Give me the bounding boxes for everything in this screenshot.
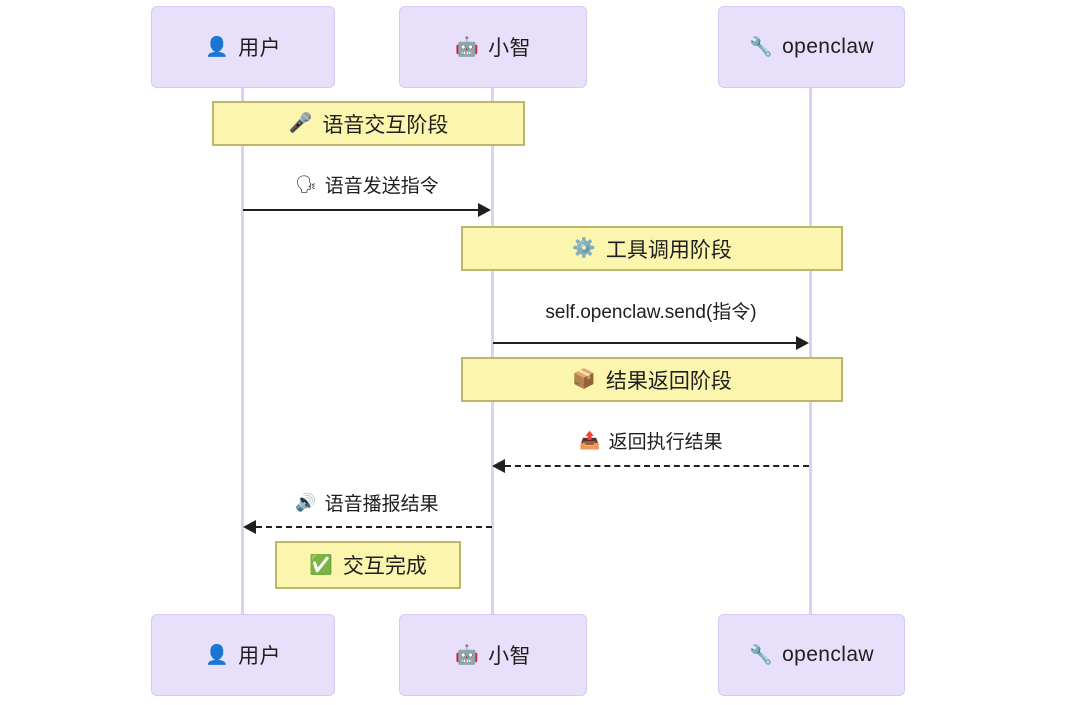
message-line-return-result [505,465,809,467]
arrow-head-return-result [492,459,505,473]
outbox-tray-icon: 📤 [579,430,601,450]
arrow-head-openclaw-send [796,336,809,350]
message-text: 语音发送指令 [324,175,439,197]
check-mark-icon: ✅ [309,554,333,576]
lifeline-openclaw [809,88,812,618]
wrench-icon: 🔧 [749,644,774,666]
message-text: self.openclaw.send(指令) [545,301,757,323]
user-icon: 👤 [205,644,230,666]
message-text: 返回执行结果 [608,431,723,453]
participant-label: openclaw [782,35,874,58]
message-label-openclaw-send: self.openclaw.send(指令) [493,296,809,324]
speaker-icon: 🔊 [295,492,317,512]
participant-label: 小智 [488,37,531,60]
microphone-icon: 🎤 [288,113,313,134]
gear-icon: ⚙️ [572,238,596,259]
package-icon: 📦 [572,369,596,390]
message-text: 语音播报结果 [324,493,439,515]
robot-icon: 🤖 [455,36,480,58]
note-label: 工具调用阶段 [605,238,732,262]
message-line-voice-broadcast [256,526,492,528]
participant-xiaozhi-bottom[interactable]: 🤖 小智 [399,614,587,696]
message-label-voice-command: 🗣 语音发送指令 [243,170,491,198]
arrow-head-voice-command [478,203,491,217]
participant-label: openclaw [782,643,874,666]
note-result-phase: 📦 结果返回阶段 [461,357,843,402]
speaking-head-icon: 🗣 [295,174,317,194]
message-line-voice-command [243,209,480,211]
lifeline-user [241,88,244,618]
note-voice-phase: 🎤 语音交互阶段 [212,101,525,146]
lifeline-xiaozhi [491,88,494,618]
user-icon: 👤 [205,36,230,58]
note-label: 语音交互阶段 [322,113,449,137]
note-complete: ✅ 交互完成 [275,541,461,589]
note-label: 结果返回阶段 [605,369,732,393]
participant-xiaozhi-top[interactable]: 🤖 小智 [399,6,587,88]
message-label-return-result: 📤 返回执行结果 [493,426,809,454]
participant-label: 用户 [238,37,281,60]
robot-icon: 🤖 [455,644,480,666]
wrench-icon: 🔧 [749,36,774,58]
arrow-head-voice-broadcast [243,520,256,534]
note-tool-phase: ⚙️ 工具调用阶段 [461,226,843,271]
note-label: 交互完成 [342,555,427,578]
participant-openclaw-top[interactable]: 🔧 openclaw [718,6,905,88]
participant-user-bottom[interactable]: 👤 用户 [151,614,335,696]
message-line-openclaw-send [493,342,798,344]
participant-openclaw-bottom[interactable]: 🔧 openclaw [718,614,905,696]
message-label-voice-broadcast: 🔊 语音播报结果 [243,488,491,516]
participant-label: 用户 [238,645,281,668]
participant-user-top[interactable]: 👤 用户 [151,6,335,88]
participant-label: 小智 [488,645,531,668]
